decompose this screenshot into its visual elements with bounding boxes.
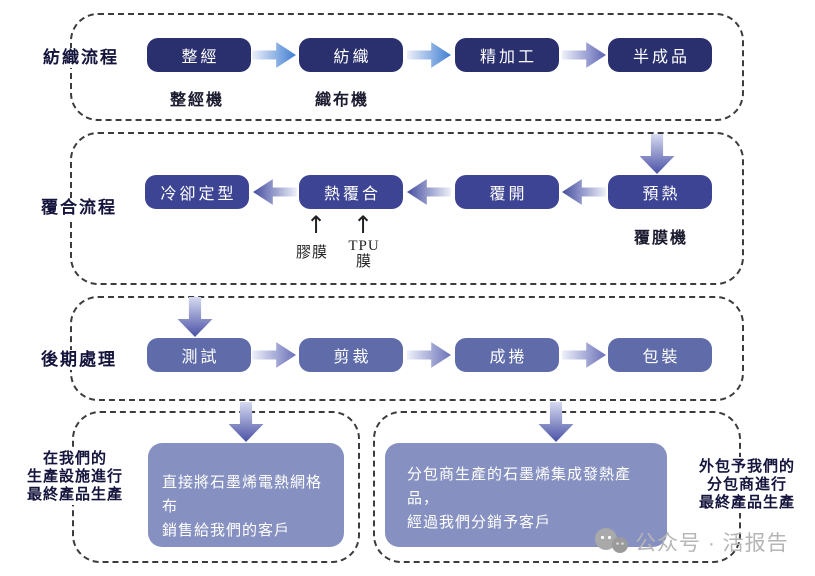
machine-label-loom: 織布機 [315,92,370,109]
post-step-cutting: 剪裁 [299,338,403,372]
own-production-box: 直接將石墨烯電熱網格布 銷售給我們的客戶 [148,443,344,547]
arrow-up-icon: ↑ [306,211,327,239]
post-section-label: 後期處理 [38,350,120,370]
post-section-container [70,296,744,401]
watermark: 公众号 · 活报告 [593,527,789,557]
lamination-step-unroll: 覆開 [455,175,559,209]
arrow-up-icon: ↑ [353,211,374,239]
post-step-rolling: 成捲 [455,338,559,372]
lamination-step-coolset: 冷卻定型 [145,175,249,209]
lamination-step-hotlaminate: 熱覆合 [299,175,403,209]
outsourced-production-label: 外包予我們的 分包商進行 最終產品生產 [686,457,808,513]
machine-label-laminator: 覆膜機 [634,230,689,247]
textile-step-weaving: 紡織 [299,38,403,72]
post-step-packing: 包裝 [608,338,712,372]
textile-step-finishing: 精加工 [455,38,559,72]
post-step-testing: 測試 [147,338,251,372]
machine-label-warping: 整經機 [170,92,225,109]
lamination-step-preheat: 預熱 [608,175,712,209]
input-label-tpu-film: TPU 膜 [348,238,380,270]
textile-section-label: 紡織流程 [40,48,122,68]
watermark-text: 公众号 · 活报告 [635,532,789,555]
textile-step-warping: 整經 [147,38,251,72]
lamination-section-label: 覆合流程 [38,198,120,218]
outsourced-production-box: 分包商生產的石墨烯集成發熱產品， 經過我們分銷予客戶 [385,443,667,547]
wechat-icon [595,528,628,553]
input-label-glue-film: 膠膜 [295,245,328,261]
textile-step-semifinished: 半成品 [608,38,712,72]
own-production-label: 在我們的 生產設施進行 最終產品生產 [10,449,140,505]
